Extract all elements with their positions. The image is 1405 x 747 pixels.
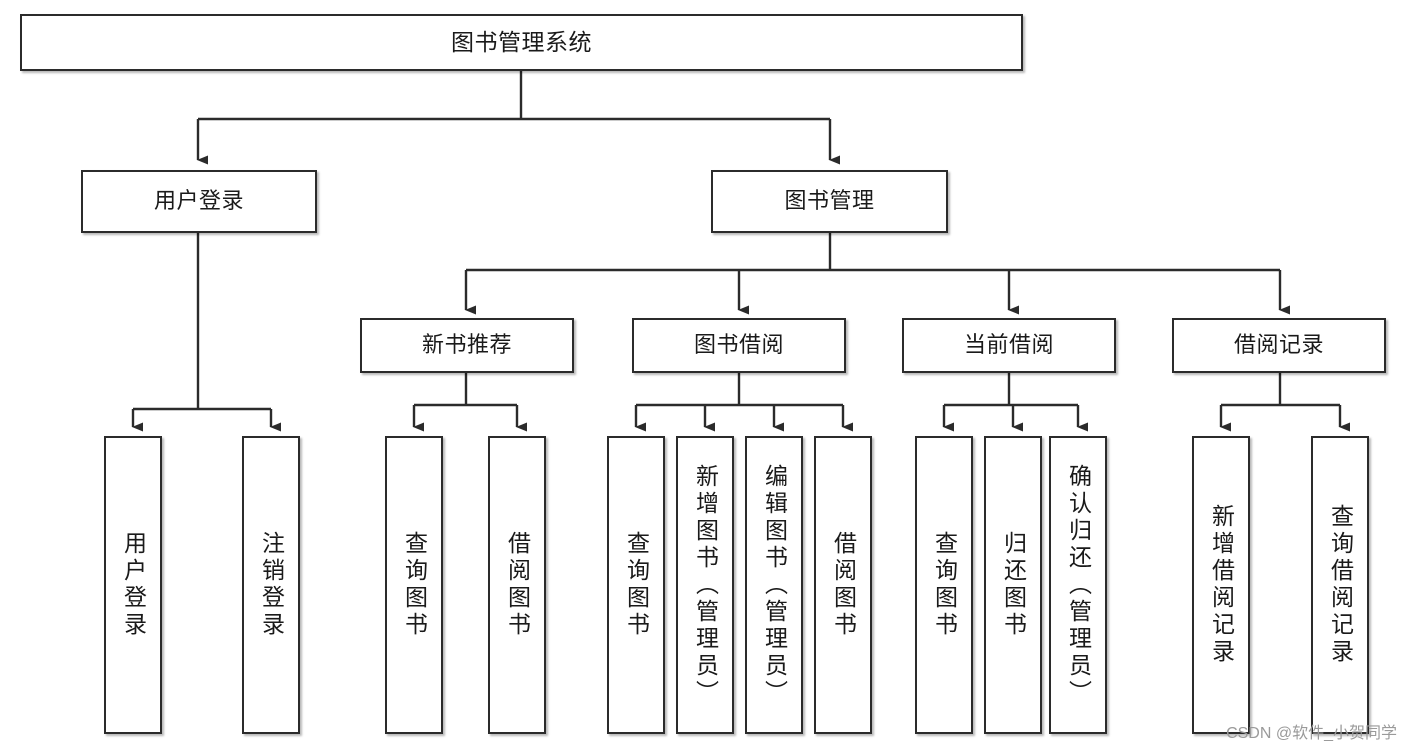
leaf-bookborrow-add-book-admin[interactable]: 新增图书（管理员） — [676, 436, 734, 734]
node-book-management[interactable]: 图书管理 — [711, 170, 948, 233]
leaf-user-login[interactable]: 用户登录 — [104, 436, 162, 734]
node-new-book-recommendation[interactable]: 新书推荐 — [360, 318, 574, 373]
leaf-currentborrow-confirm-return-admin[interactable]: 确认归还（管理员） — [1049, 436, 1107, 734]
node-root-library-system[interactable]: 图书管理系统 — [20, 14, 1023, 71]
leaf-bookborrow-borrow-books[interactable]: 借阅图书 — [814, 436, 872, 734]
node-label: 查询图书 — [623, 531, 650, 639]
node-borrowing-records[interactable]: 借阅记录 — [1172, 318, 1386, 373]
node-label: 用户登录 — [120, 531, 147, 639]
node-label: 图书借阅 — [693, 332, 784, 358]
node-label: 借阅图书 — [504, 531, 531, 639]
watermark: CSDN @软件_小贺同学 — [1226, 725, 1397, 742]
leaf-newbook-borrow-books[interactable]: 借阅图书 — [488, 436, 546, 734]
node-label: 编辑图书（管理员） — [761, 463, 788, 707]
node-label: 借阅记录 — [1233, 332, 1324, 358]
node-label: 新增图书（管理员） — [692, 463, 719, 707]
leaf-currentborrow-query-books[interactable]: 查询图书 — [915, 436, 973, 734]
node-label: 查询借阅记录 — [1327, 504, 1354, 666]
leaf-bookborrow-edit-book-admin[interactable]: 编辑图书（管理员） — [745, 436, 803, 734]
node-label: 查询图书 — [401, 531, 428, 639]
node-label: 借阅图书 — [830, 531, 857, 639]
leaf-bookborrow-query-books[interactable]: 查询图书 — [607, 436, 665, 734]
leaf-borrowrecord-query-record[interactable]: 查询借阅记录 — [1311, 436, 1369, 734]
node-label: 用户登录 — [153, 188, 244, 214]
leaf-newbook-query-books[interactable]: 查询图书 — [385, 436, 443, 734]
leaf-currentborrow-return-books[interactable]: 归还图书 — [984, 436, 1042, 734]
node-label: 注销登录 — [258, 531, 285, 639]
node-user-login[interactable]: 用户登录 — [81, 170, 317, 233]
node-label: 当前借阅 — [963, 332, 1054, 358]
node-label: 图书管理 — [784, 188, 875, 214]
node-label: 查询图书 — [931, 531, 958, 639]
node-label: 确认归还（管理员） — [1065, 463, 1092, 707]
node-book-borrowing[interactable]: 图书借阅 — [632, 318, 846, 373]
leaf-borrowrecord-add-record[interactable]: 新增借阅记录 — [1192, 436, 1250, 734]
leaf-logout-login[interactable]: 注销登录 — [242, 436, 300, 734]
node-label: 新增借阅记录 — [1208, 504, 1235, 666]
node-label: 新书推荐 — [421, 332, 512, 358]
node-current-borrowing[interactable]: 当前借阅 — [902, 318, 1116, 373]
node-label: 归还图书 — [1000, 531, 1027, 639]
node-label: 图书管理系统 — [451, 29, 592, 56]
